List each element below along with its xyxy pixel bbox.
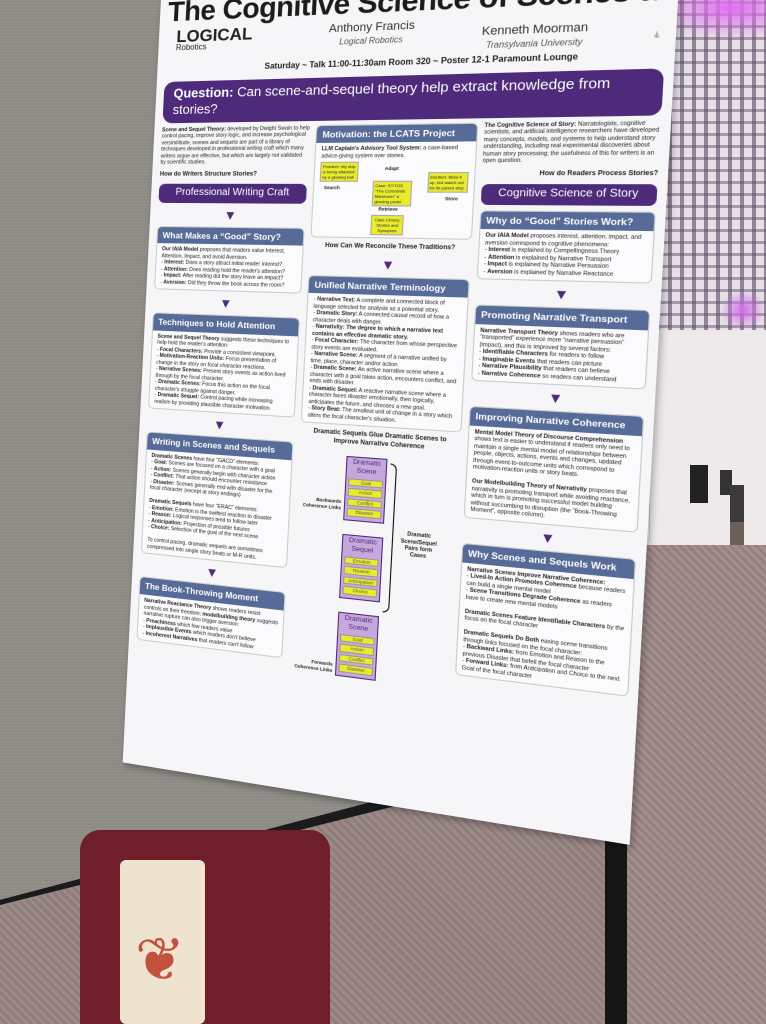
bullet-list: Identifiable Characters for readers to f…	[478, 349, 640, 385]
readers-question: How do Readers Process Stories?	[482, 170, 659, 179]
person-walking	[730, 485, 744, 547]
wall-artwork	[690, 465, 708, 503]
element-disaster: Disaster	[339, 664, 374, 676]
bullet-list: Interest is explained by Compellingness …	[483, 247, 646, 279]
problem-box: Problem: My ship is being attacked by a …	[320, 162, 359, 182]
element-conflict: Conflict	[347, 498, 382, 509]
element-action: Action	[348, 488, 383, 499]
item-text: Did they throw the book across the room?	[188, 280, 285, 289]
block-label: Dramatic Sequel	[349, 537, 377, 555]
item-term: Attention:	[164, 266, 188, 273]
left-column: Scene and Sequel Theory: developed by Dw…	[135, 125, 310, 687]
intro-text: Scene and Sequel Theory: developed by Dw…	[160, 125, 310, 166]
transylvania-logo: ⛪	[653, 32, 661, 39]
middle-column: Motivation: the LCATS Project LLM Captai…	[287, 122, 478, 709]
text-run: Our IAIA Model	[485, 232, 529, 239]
element-disaster: Disaster	[347, 508, 382, 519]
retrieve-label: Retrieve	[378, 207, 398, 213]
item-term: Interest:	[164, 259, 184, 266]
bullet-list: Interest: Does a story attract initial r…	[160, 259, 297, 289]
text-run: LLM Captain's Advisory Tool System:	[322, 145, 422, 152]
item-term: Impact	[487, 261, 507, 268]
box-lead: LLM Captain's Advisory Tool System: a ca…	[321, 145, 470, 160]
forwards-links-label: Forwards Coherence Links	[288, 656, 333, 673]
good-story-box: What Makes a “Good” Story?Our IAIA Model…	[154, 225, 305, 293]
reconcile-question: How Can We Reconcile These Traditions?	[310, 243, 471, 254]
element-goal: Goal	[349, 478, 384, 489]
why-good-box: Why do “Good” Stories Work?Our IAIA Mode…	[476, 210, 656, 284]
question-text: Can scene-and-sequel theory help extract…	[172, 74, 610, 117]
search-label: Search	[324, 185, 340, 191]
writing-box: Writing in Scenes and Sequels Dramatic S…	[141, 432, 294, 569]
arrow-down-icon: ▼	[158, 207, 306, 222]
question-label: Question:	[173, 84, 234, 101]
book-throwing-box: The Book-Throwing MomentNarrative Reacta…	[137, 576, 286, 658]
item-term: Aversion:	[163, 279, 186, 286]
box-paragraph: Our Modelbuilding Theory of Narrativity …	[470, 479, 632, 528]
motivation-box: Motivation: the LCATS Project LLM Captai…	[311, 122, 478, 240]
dramatic-scene-block: Dramatic SceneGoalActionConflictDisaster	[343, 456, 387, 524]
cognitive-science-banner: Cognitive Science of Story	[480, 184, 657, 205]
item-text: is explained by Narrative Reactance	[514, 269, 613, 278]
pairs-label: Dramatic Scene/Sequel Pairs form Cases	[396, 531, 442, 562]
coherence-box: Improving Narrative CoherenceMental Mode…	[463, 406, 644, 533]
transport-box: Promoting Narrative TransportNarrative T…	[471, 305, 651, 390]
box-paragraph: Mental Model Theory of Discourse Compreh…	[473, 429, 636, 483]
writers-question: How do Writers Structure Stories?	[160, 171, 308, 179]
tote-bag-print: ❦	[130, 920, 190, 1000]
case-library-box: Case Library: Stories and Synopses	[370, 215, 404, 236]
ceiling-light	[720, 290, 766, 330]
adapt-label: Adapt	[385, 166, 399, 172]
store-label: Store	[445, 196, 458, 202]
box-title: Why do “Good” Stories Work?	[480, 211, 655, 231]
red-cloth	[80, 830, 330, 1024]
case-box: Case: ST:TOS “The Corbomite Maneuver” a …	[372, 181, 413, 207]
backwards-links-label: Backwards Coherence Links	[297, 495, 342, 511]
item-term: Interest	[488, 247, 510, 254]
terminology-box: Unified Narrative TerminologyNarrative T…	[301, 275, 469, 433]
box-footer: To control pacing, dramatic sequels are …	[147, 537, 282, 564]
block-label: Dramatic Scene	[344, 615, 372, 634]
item-term: Aversion	[487, 268, 513, 275]
dramatic-scene-block: Dramatic SceneGoalActionConflictDisaster	[335, 612, 379, 681]
arrow-down-icon: ▼	[153, 294, 301, 312]
scene-sequel-diagram: Dramatic SceneGoalActionConflictDisaster…	[287, 449, 459, 709]
bullet-list: Narrative Text: A complete and connected…	[308, 296, 462, 428]
why-scenes-sequels-box: Why Scenes and Sequels Work Narrative Sc…	[455, 543, 636, 697]
author-1: Anthony FrancisLogical Robotics	[307, 18, 438, 48]
block-label: Dramatic Scene	[353, 459, 381, 477]
dramatic-sequel-block: Dramatic SequelEmotionReasonAnticipation…	[339, 534, 383, 602]
session-info: Saturday ~ Talk 11:00-11:30am Room 320 ~…	[264, 52, 578, 72]
right-column: The Cognitive Science of Story: Narratol…	[453, 119, 661, 733]
arrow-down-icon: ▼	[475, 285, 651, 305]
logical-robotics-logo: LOGICALRobotics	[176, 26, 253, 52]
element-choice: Choice	[343, 586, 378, 598]
lcats-diagram: Problem: My ship is being attacked by a …	[317, 159, 469, 235]
bullet-list: Focal Characters: Provide a consistent v…	[154, 346, 292, 413]
box-title: Motivation: the LCATS Project	[317, 123, 477, 143]
techniques-box: Techniques to Hold AttentionScene and Se…	[148, 312, 300, 418]
author-2: Kenneth MoormanTransylvania University	[458, 20, 612, 52]
solution-box: Solution: Blow it up, but watch out for …	[427, 172, 469, 193]
item-term: Impact:	[164, 273, 182, 280]
question-banner: Question: Can scene-and-sequel theory he…	[162, 68, 664, 122]
cogsci-text: The Cognitive Science of Story: Narratol…	[482, 119, 661, 164]
item-term: Attention	[488, 254, 515, 261]
item-term: Choice:	[151, 524, 170, 532]
arrow-down-icon: ▼	[309, 256, 470, 273]
professional-writing-craft-banner: Professional Writing Craft	[158, 184, 307, 204]
poster: The Cognitive Science of Scenes and Sequ…	[123, 0, 681, 845]
